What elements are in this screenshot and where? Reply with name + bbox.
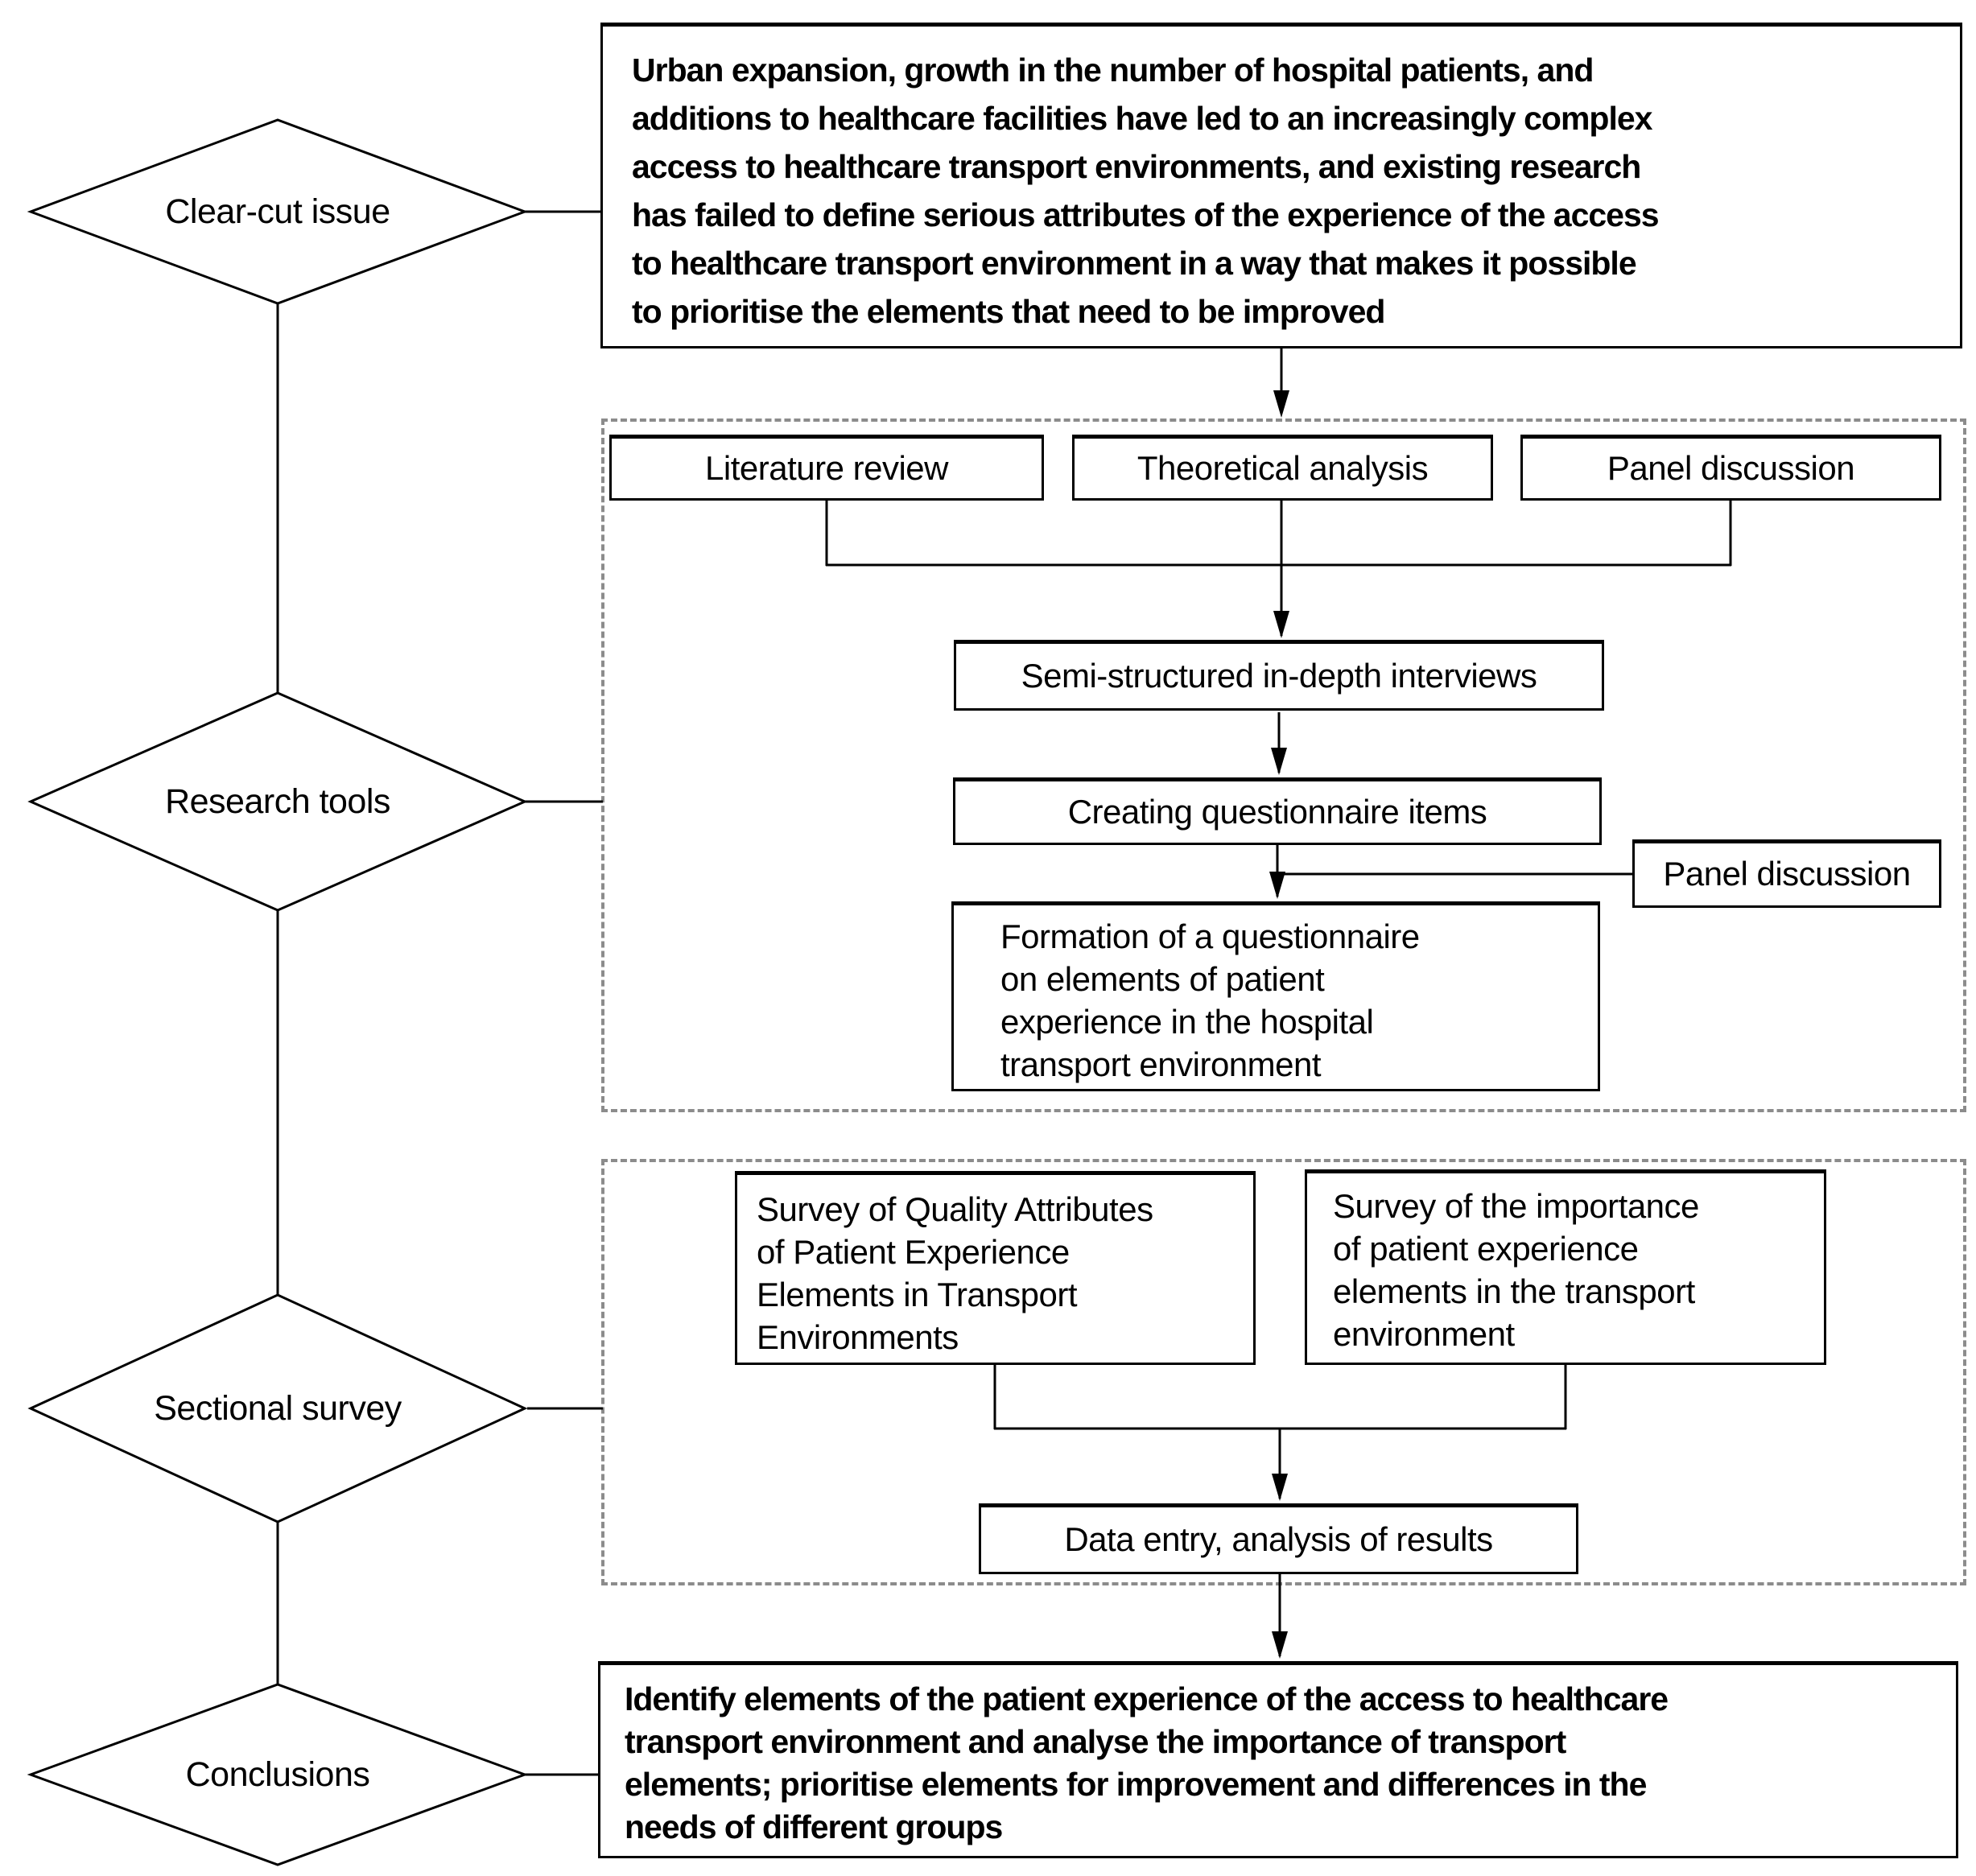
arrowheads	[1269, 390, 1289, 1659]
stage-label-sectional-survey: Sectional survey	[154, 1389, 402, 1428]
clear-cut-issue-diamond	[27, 118, 529, 305]
arrow-to-interviews	[1273, 611, 1289, 638]
arrow-to-creating-items	[1271, 748, 1287, 775]
arrow-to-conclusion	[1272, 1631, 1288, 1659]
connector-lines	[276, 210, 1732, 1776]
arrow-to-formation	[1269, 872, 1285, 899]
sectional-survey-group-container	[601, 1159, 1966, 1585]
conclusions-diamond	[27, 1683, 529, 1866]
stage-label-research-tools: Research tools	[165, 782, 390, 821]
arrow-to-tools-group	[1273, 390, 1289, 418]
interviews-box: Semi-structured in-depth interviews	[954, 640, 1604, 711]
stage-diamonds	[27, 118, 529, 1866]
literature-review-box: Literature review	[609, 435, 1044, 501]
problem-statement-box: Urban expansion, growth in the number of…	[600, 23, 1962, 348]
stage-label-clear-cut-issue: Clear-cut issue	[165, 192, 390, 231]
research-tools-group-container	[601, 418, 1966, 1112]
research-tools-diamond	[27, 691, 528, 912]
creating-questionnaire-items-box: Creating questionnaire items	[953, 777, 1602, 845]
quality-attributes-survey-box: Survey of Quality Attributes of Patient …	[735, 1171, 1256, 1365]
data-entry-box: Data entry, analysis of results	[979, 1503, 1578, 1574]
sectional-survey-diamond	[27, 1293, 528, 1523]
arrow-to-data-entry	[1272, 1474, 1288, 1501]
importance-survey-box: Survey of the importance of patient expe…	[1305, 1169, 1826, 1365]
stage-label-conclusions: Conclusions	[185, 1755, 370, 1794]
formation-questionnaire-box: Formation of a questionnaire on elements…	[951, 901, 1600, 1091]
panel-discussion-box: Panel discussion	[1520, 435, 1941, 501]
conclusion-box: Identify elements of the patient experie…	[598, 1661, 1958, 1858]
theoretical-analysis-box: Theoretical analysis	[1072, 435, 1493, 501]
panel-discussion-2-box: Panel discussion	[1632, 839, 1941, 908]
